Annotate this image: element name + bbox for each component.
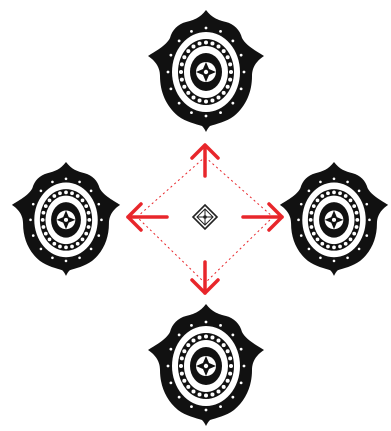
- arabesque-medallion-icon: [148, 10, 264, 132]
- arrow-down: [192, 262, 218, 293]
- ornament-right: [280, 162, 388, 276]
- arabesque-medallion-icon: [148, 304, 264, 426]
- diamond-motif-icon: [193, 205, 217, 229]
- arrow-up: [192, 145, 218, 176]
- arabesque-medallion-icon: [12, 162, 120, 276]
- ornament-top: [148, 10, 264, 132]
- ornament-bottom: [148, 304, 264, 426]
- arrow-left: [128, 204, 167, 230]
- ornament-left: [12, 162, 120, 276]
- arabesque-medallion-icon: [280, 162, 388, 276]
